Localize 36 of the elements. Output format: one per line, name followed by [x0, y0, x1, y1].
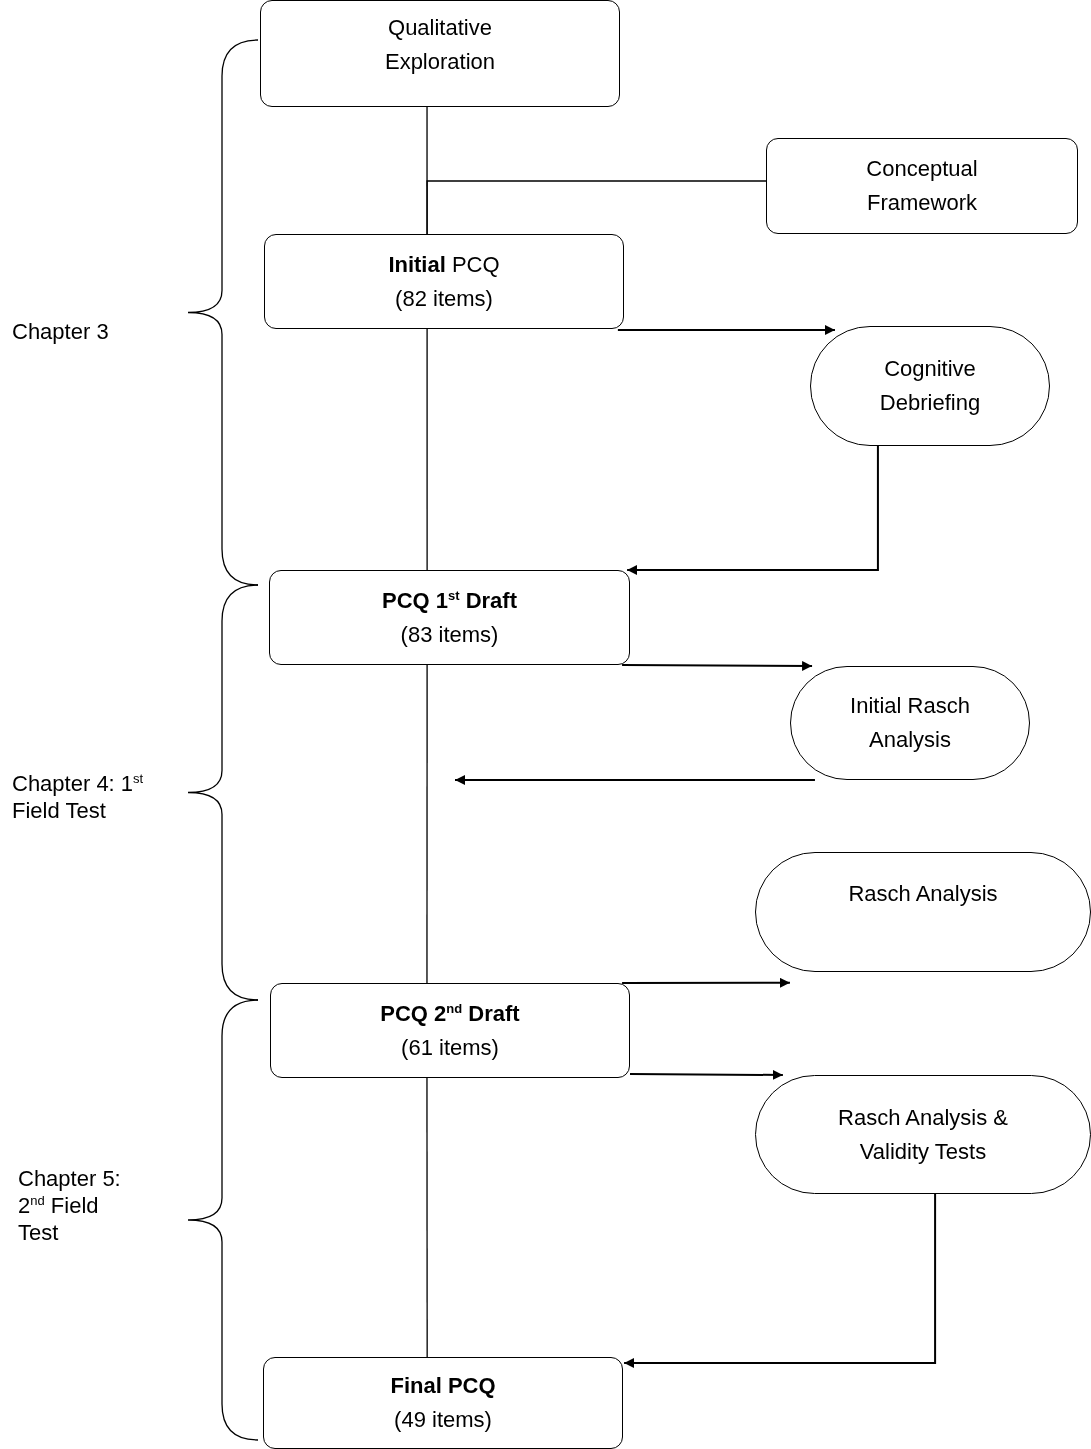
process-box — [260, 0, 620, 107]
arrow — [629, 1069, 784, 1080]
node-text: PCQ 1$^{st}$ Draft — [381, 586, 517, 615]
node-text: (83 items) — [400, 620, 499, 649]
arrow — [626, 445, 879, 575]
arrow — [621, 977, 791, 988]
terminal-shape — [755, 852, 1091, 972]
node-text: (49 items) — [394, 1406, 492, 1434]
node-text: Initial Rasch Analysis — [849, 692, 971, 754]
arrow — [454, 775, 816, 785]
node-text: Cognitive Debriefing — [878, 355, 982, 417]
process-box — [264, 234, 624, 329]
node-text: (82 items) — [395, 284, 493, 313]
arrow — [621, 660, 814, 671]
node-text: Rasch Analysis — [848, 880, 998, 908]
arrow — [616, 324, 836, 335]
chapter-label: Chapter 3 — [12, 318, 110, 345]
chapter-label: Chapter 4: 1$^{st}$ Field Test — [12, 770, 145, 824]
terminal-shape — [755, 1075, 1091, 1194]
connector-line — [426, 328, 428, 571]
node-text: (61 items) — [401, 1033, 499, 1062]
connector-line — [426, 180, 767, 235]
node-text: Final PCQ — [390, 1372, 496, 1400]
connector-line — [426, 1077, 428, 1358]
process-box — [263, 1357, 623, 1449]
node-text: Qualitative Exploration — [383, 14, 497, 76]
arrow — [623, 1193, 937, 1368]
node-text: Conceptual Framework — [865, 155, 979, 217]
process-box — [270, 983, 630, 1078]
node-text: Initial PCQ — [388, 250, 500, 279]
node-text: PCQ 2$^{nd}$ Draft — [380, 999, 520, 1028]
connector-line — [426, 664, 428, 984]
process-box — [766, 138, 1078, 234]
chapter-label: Chapter 5: 2$^{nd}$ Field Test — [18, 1165, 122, 1246]
process-box — [269, 570, 630, 665]
node-text: Rasch Analysis & Validity Tests — [837, 1103, 1009, 1166]
